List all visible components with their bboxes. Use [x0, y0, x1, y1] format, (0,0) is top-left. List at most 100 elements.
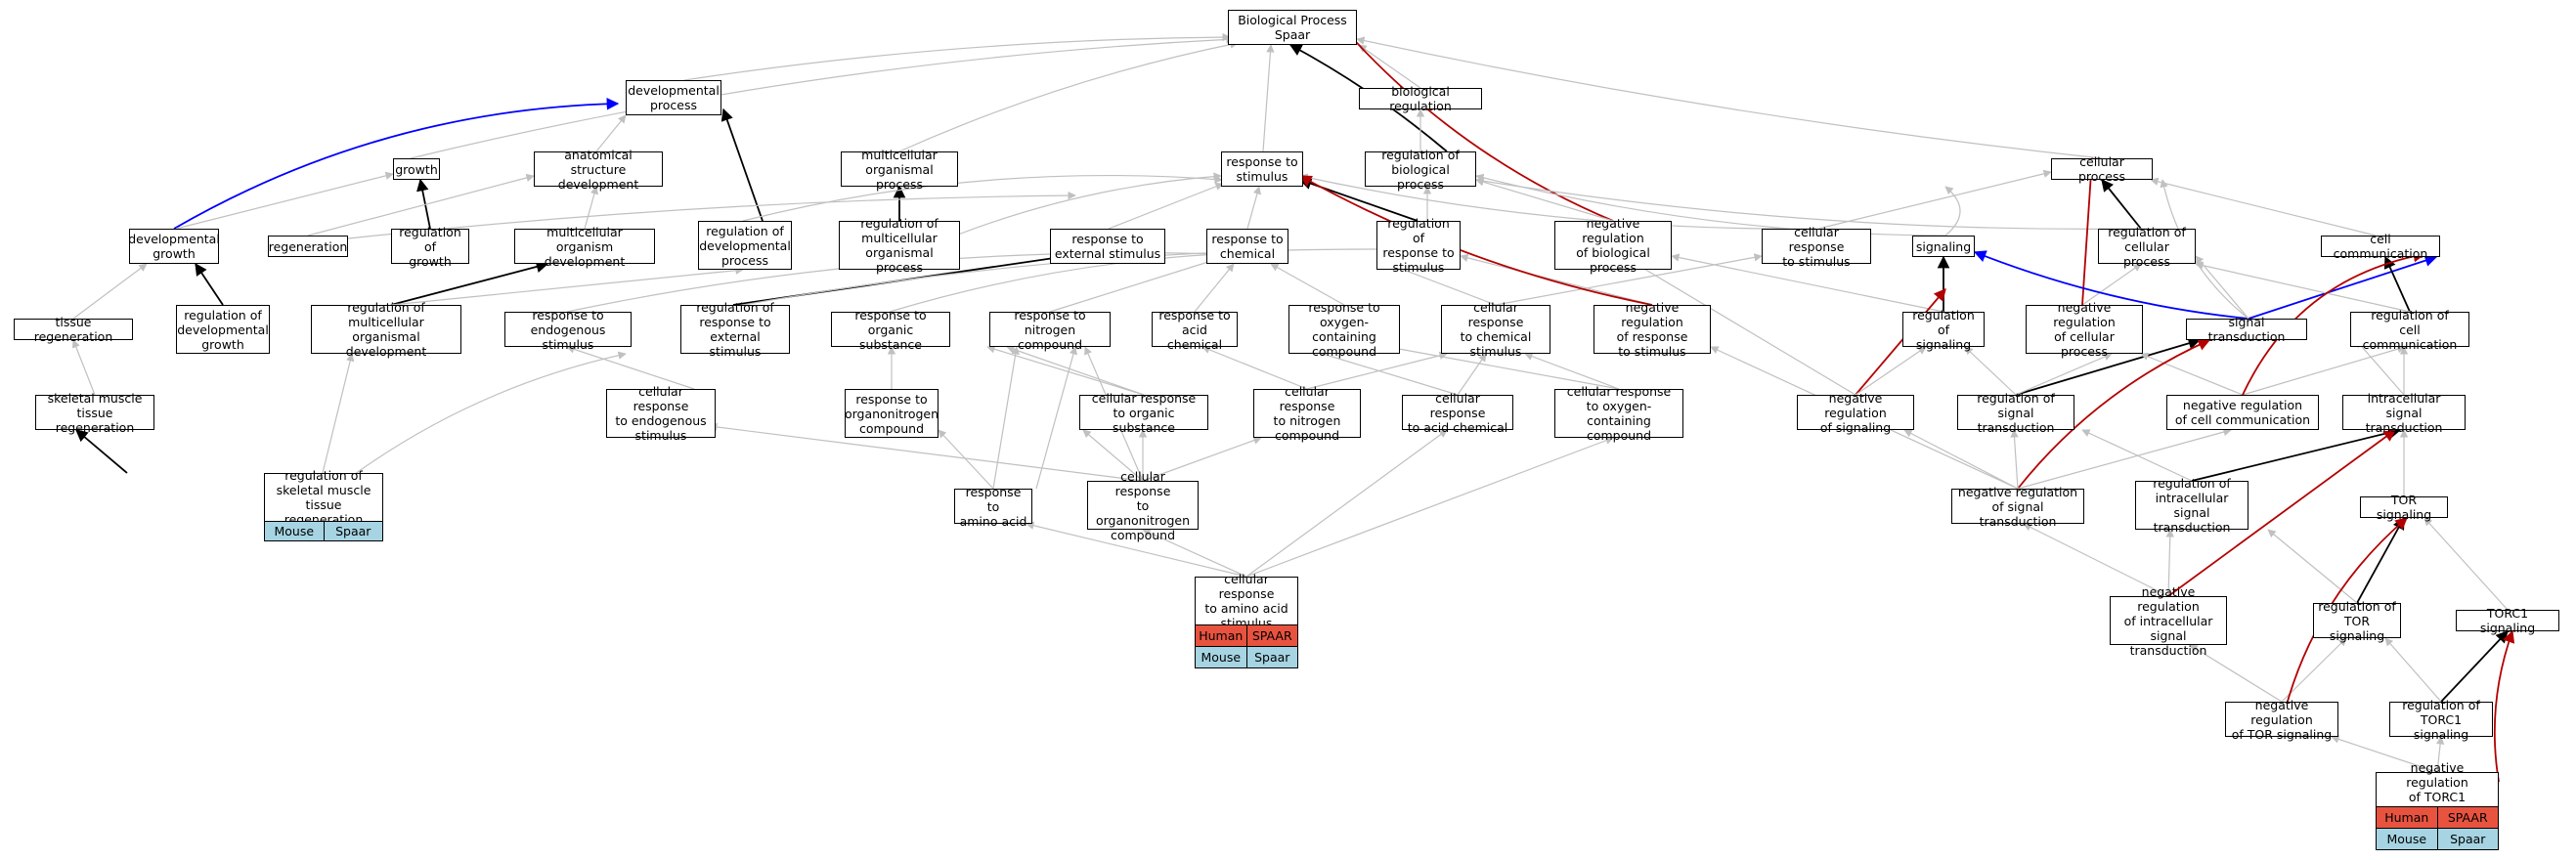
edge — [986, 345, 1145, 396]
node-regulation-of-cellular-process[interactable]: regulation of cellular process — [2098, 225, 2196, 269]
node-biological-process[interactable]: Biological Process Spaar — [1228, 10, 1357, 45]
node-multicellular-organism-development[interactable]: multicellular organism development — [514, 225, 655, 269]
edge — [898, 40, 1239, 152]
node-anatomical-structure-development[interactable]: anatomical structure development — [534, 148, 663, 192]
node-intracellular-signal-transduction[interactable]: intracellular signal transduction — [2342, 391, 2466, 435]
node-negative-regulation-of-cell-communication[interactable]: negative regulation of cell communicatio… — [2166, 395, 2319, 430]
node-response-to-chemical[interactable]: response to chemical — [1206, 229, 1288, 264]
edge — [742, 174, 1223, 222]
node-regeneration[interactable]: regeneration — [268, 236, 348, 257]
node-growth[interactable]: growth — [393, 158, 440, 180]
tag-human: Human — [2377, 807, 2437, 828]
edge — [410, 35, 1235, 159]
node-cellular-response-to-oxygen-containing-compound[interactable]: cellular response to oxygen-containing c… — [1554, 384, 1683, 443]
node-regulation-of-developmental-growth[interactable]: regulation of developmental growth — [176, 305, 270, 354]
node-response-to-external-stimulus[interactable]: response to external stimulus — [1050, 229, 1165, 264]
node-cellular-response-to-stimulus[interactable]: cellular response to stimulus — [1762, 225, 1871, 269]
node-cellular-response-to-organic-substance[interactable]: cellular response to organic substance — [1079, 391, 1208, 435]
node-tor-signaling[interactable]: TOR signaling — [2360, 493, 2448, 522]
tag-human: Human — [1196, 625, 1246, 646]
node-negative-regulation-of-signaling[interactable]: negative regulation of signaling — [1797, 391, 1914, 435]
node-regulation-of-torc1-signaling[interactable]: regulation of TORC1 signaling — [2389, 698, 2493, 742]
node-cellular-response-to-organonitrogen-compound[interactable]: cellular response to organonitrogen comp… — [1087, 469, 1199, 542]
node-negative-regulation-of-torc1-signaling[interactable]: negative regulation of TORC1 signaling — [2376, 760, 2499, 819]
edge — [720, 108, 764, 222]
edge — [2015, 337, 2202, 396]
edge — [1855, 288, 1946, 396]
node-regulation-of-skeletal-muscle-tissue-regeneration[interactable]: regulation of skeletal muscle tissue reg… — [264, 468, 383, 527]
node-response-to-acid-chemical[interactable]: response to acid chemical — [1152, 308, 1238, 352]
node-negative-regulation-of-intracellular-signal-transduction[interactable]: negative regulation of intracellular sig… — [2110, 584, 2227, 658]
node-regulation-of-response-to-stimulus[interactable]: regulation of response to stimulus — [1376, 216, 1461, 275]
node-cellular-response-to-nitrogen-compound[interactable]: cellular response to nitrogen compound — [1253, 384, 1361, 443]
edge — [992, 346, 1020, 490]
node-response-to-stimulus[interactable]: response to stimulus — [1221, 151, 1303, 187]
edge — [889, 250, 1218, 313]
edge — [2189, 644, 2283, 703]
node-response-to-organonitrogen-compound[interactable]: response to organonitrogen compound — [845, 389, 939, 438]
edge — [2248, 254, 2438, 320]
node-signal-transduction[interactable]: signal transduction — [2186, 315, 2307, 344]
edge — [1460, 253, 1653, 306]
node-cellular-response-to-endogenous-stimulus[interactable]: cellular response to endogenous stimulus — [606, 384, 716, 443]
node-response-to-oxygen-containing-compound[interactable]: response to oxygen-containing compound — [1288, 300, 1400, 359]
node-regulation-of-growth[interactable]: regulation of growth — [391, 225, 469, 269]
node-response-to-endogenous-stimulus[interactable]: response to endogenous stimulus — [504, 308, 632, 352]
edge — [2150, 177, 2377, 236]
edge — [1903, 429, 2019, 490]
node-cellular-response-to-chemical-stimulus[interactable]: cellular response to chemical stimulus — [1441, 300, 1550, 359]
edge — [2281, 637, 2347, 703]
edge — [2017, 338, 2211, 490]
node-negative-regulation-of-tor-signaling[interactable]: negative regulation of TOR signaling — [2225, 698, 2338, 742]
node-regulation-of-signal-transduction[interactable]: regulation of signal transduction — [1957, 391, 2074, 435]
edge — [2267, 529, 2358, 604]
edge — [390, 260, 549, 306]
edge — [1457, 353, 1487, 396]
edge — [584, 186, 599, 230]
node-cell-communication[interactable]: cell communication — [2321, 232, 2440, 261]
edge — [173, 97, 620, 230]
edge — [2383, 255, 2411, 313]
node-regulation-of-intracellular-signal-transduction[interactable]: regulation of intracellular signal trans… — [2135, 476, 2249, 535]
node-biological-regulation[interactable]: biological regulation — [1359, 84, 1482, 113]
node-regulation-of-multicellular-organismal-process[interactable]: regulation of multicellular organismal p… — [839, 216, 960, 275]
node-developmental-process[interactable]: developmental process — [626, 80, 721, 115]
node-regulation-of-multicellular-organismal-development[interactable]: regulation of multicellular organismal d… — [311, 300, 461, 359]
edge — [2195, 261, 2411, 313]
edge — [1142, 529, 1247, 578]
node-negative-regulation-of-cellular-process[interactable]: negative regulation of cellular process — [2026, 300, 2143, 359]
node-response-to-nitrogen-compound[interactable]: response to nitrogen compound — [989, 308, 1111, 352]
node-skeletal-muscle-tissue-regeneration[interactable]: skeletal muscle tissue regeneration — [35, 391, 154, 435]
edge — [1201, 345, 1308, 390]
edge — [1964, 346, 2017, 396]
node-torc1-signaling[interactable]: TORC1 signaling — [2456, 606, 2559, 635]
node-response-to-amino-acid[interactable]: response to amino acid — [954, 485, 1032, 529]
edge — [1524, 352, 1620, 390]
node-regulation-of-developmental-process[interactable]: regulation of developmental process — [698, 221, 792, 270]
node-negative-regulation-of-biological-process[interactable]: negative regulation of biological proces… — [1554, 216, 1672, 275]
node-regulation-of-biological-process[interactable]: regulation of biological process — [1365, 148, 1476, 192]
node-regulation-of-cell-communication[interactable]: regulation of cell communication — [2350, 308, 2469, 352]
node-regulation-of-response-to-external-stimulus[interactable]: regulation of response to external stimu… — [680, 300, 790, 359]
edge — [2010, 429, 2019, 490]
node-developmental-growth[interactable]: developmental growth — [128, 229, 220, 264]
edge — [709, 422, 1144, 482]
node-tissue-regeneration[interactable]: tissue regeneration — [14, 315, 133, 344]
node-response-to-organic-substance[interactable]: response to organic substance — [831, 308, 950, 352]
tag-spaar: Spaar — [2436, 829, 2498, 849]
edge — [2140, 352, 2244, 396]
node-cellular-process[interactable]: cellular process — [2051, 154, 2153, 184]
edge — [1298, 177, 1419, 222]
node-multicellular-organismal-process[interactable]: multicellular organismal process — [841, 148, 958, 192]
edge — [2167, 429, 2397, 597]
node-cellular-response-to-acid-chemical[interactable]: cellular response to acid chemical — [1402, 391, 1513, 435]
node-signaling[interactable]: signaling — [1912, 236, 1975, 257]
node-regulation-of-signaling[interactable]: regulation of signaling — [1902, 308, 1985, 352]
edge — [1475, 173, 1946, 236]
node-negative-regulation-of-response-to-stimulus[interactable]: negative regulation of response to stimu… — [1594, 300, 1711, 359]
edge — [1142, 436, 1262, 482]
node-regulation-of-tor-signaling[interactable]: regulation of TOR signaling — [2313, 599, 2401, 643]
node-negative-regulation-of-signal-transduction[interactable]: negative regulation of signal transducti… — [1951, 485, 2084, 529]
node-cellular-response-to-amino-acid-stimulus[interactable]: cellular response to amino acid stimulus — [1195, 572, 1298, 630]
